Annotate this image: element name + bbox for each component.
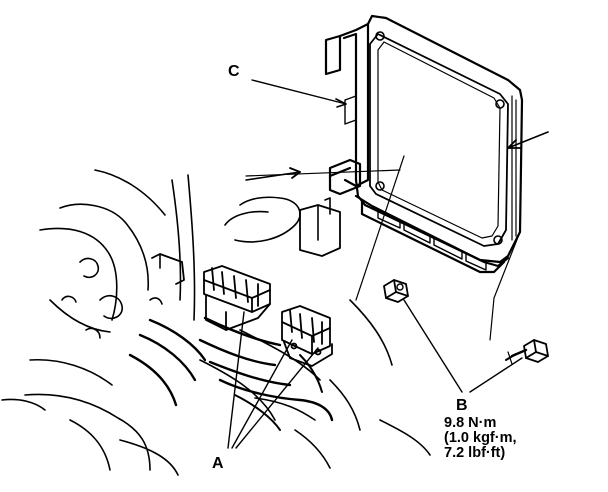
connector-left <box>203 265 271 331</box>
connector-right <box>281 305 333 367</box>
bolt-upper <box>383 279 409 303</box>
torque-specification: 9.8 N·m (1.0 kgf·m, 7.2 lbf·ft) <box>444 416 517 461</box>
bolt-lower <box>505 339 549 365</box>
torque-line-2: (1.0 kgf·m, <box>444 430 517 446</box>
engine-bay-background <box>1 169 431 476</box>
torque-line-1: 9.8 N·m <box>444 415 497 431</box>
ecm-module <box>324 14 524 274</box>
direction-arrow-left <box>245 167 301 181</box>
callout-a-label: A <box>212 455 224 472</box>
torque-line-3: 7.2 lbf·ft) <box>444 445 506 461</box>
callout-c-label: C <box>228 63 240 80</box>
direction-arrow-right <box>507 131 549 149</box>
callout-b-label: B <box>456 397 468 414</box>
leader-lines <box>227 79 523 449</box>
